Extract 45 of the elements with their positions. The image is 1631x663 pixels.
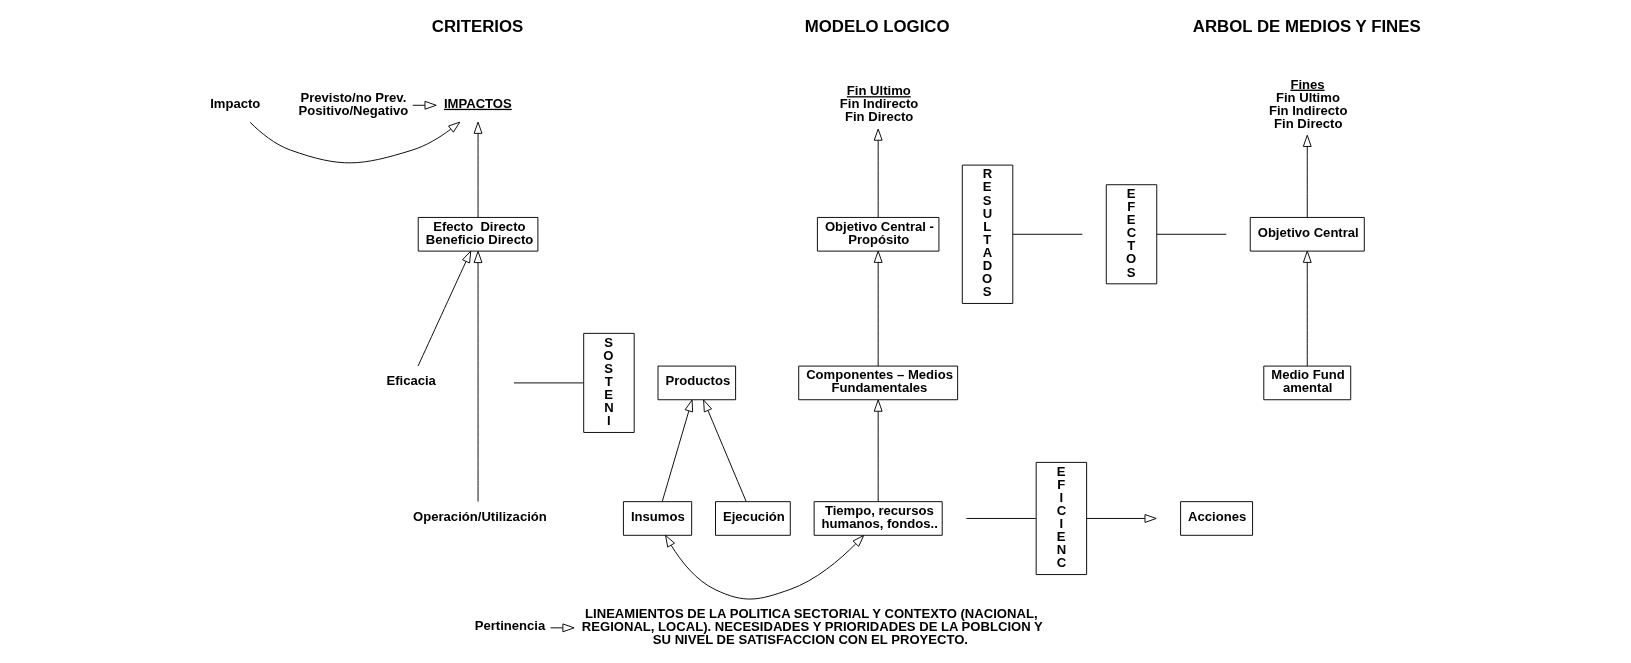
node-text: Operación/Utilización: [412, 508, 547, 524]
connector: [965, 518, 1036, 519]
node-text: Fines Fin Ultimo Fin Indirecto Fin Directo: [1268, 76, 1347, 131]
arrow: [473, 121, 482, 218]
arrow: [417, 250, 471, 367]
arrow: [873, 128, 883, 218]
node-box: SOSTENI: [582, 332, 635, 433]
node-box: Tiempo, recursos humanos, fondos..: [813, 501, 943, 536]
connector: [1011, 233, 1083, 235]
connector: [513, 382, 584, 384]
arrow: [664, 534, 864, 600]
node-box: Objetivo Central - Propósito: [816, 217, 939, 252]
arrow: [411, 100, 437, 110]
node-text: Previsto/no Prev. Positivo/Negativo: [298, 89, 408, 118]
label: ARBOL DE MEDIOS Y FINES: [1192, 16, 1421, 36]
arrow: [549, 623, 575, 633]
node-box: Acciones: [1179, 501, 1253, 536]
node-text: LINEAMIENTOS DE LA POLITICA SECTORIAL Y CONTEXTO (NACIONAL, REGIONAL, LOCAL). NECESIDADES Y PRIORIDADES DE LA POBLCION Y SU NIVEL DE SATISFACCION CON EL PROYECTO.: [581, 605, 1043, 647]
node-box: Componentes – Medios Fundamentales: [797, 365, 958, 401]
node-box: Productos: [657, 365, 736, 401]
arrow: [661, 399, 693, 502]
arrow: [1302, 250, 1312, 367]
node-text: Eficacia: [385, 373, 436, 389]
node-box: EFICIENC: [1035, 461, 1087, 576]
node-text: IMPACTOS: [443, 95, 512, 111]
node-text: Pertinencia: [474, 618, 545, 634]
arrow: [1302, 134, 1312, 218]
arrow: [873, 399, 883, 502]
node-box: Objetivo Central: [1249, 217, 1365, 252]
node-box: Insumos: [622, 501, 692, 536]
label: MODELO LOGICO: [804, 16, 950, 36]
arrow: [1085, 514, 1157, 523]
node-text: Fin Ultimo Fin Indirecto Fin Directo: [839, 83, 918, 125]
connector: [1155, 233, 1227, 235]
arrow: [473, 250, 482, 502]
node-box: Efecto Directo Beneficio Directo: [417, 217, 538, 252]
node-box: Ejecución: [714, 501, 791, 536]
arrow: [702, 399, 747, 502]
arrow: [249, 121, 460, 164]
node-box: Medio Fundamental: [1262, 365, 1351, 401]
node-box: EFECTOS: [1105, 184, 1157, 285]
label: CRITERIOS: [431, 16, 523, 36]
node-text: Impacto: [209, 95, 260, 111]
node-box: RESULTADOS: [961, 164, 1013, 304]
arrow: [873, 250, 883, 367]
